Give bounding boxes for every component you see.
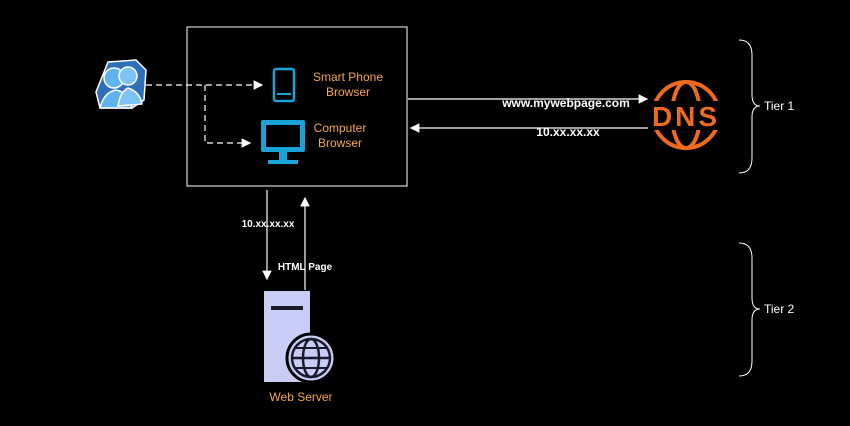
request-url-label: www.mywebpage.com xyxy=(501,96,630,110)
server-request-label: 10.xx.xx.xx xyxy=(242,219,295,230)
smartphone-label-line2: Browser xyxy=(326,85,370,99)
user-to-computer-edge xyxy=(204,85,252,148)
web-server-label: Web Server xyxy=(269,390,332,404)
dns-label: DNS xyxy=(652,101,720,132)
tier2-label: Tier 2 xyxy=(764,302,795,316)
dns-response-label: 10.xx.xx.xx xyxy=(536,125,600,139)
users-icon xyxy=(95,59,147,109)
browser-container xyxy=(186,26,408,187)
computer-label-line2: Browser xyxy=(318,136,362,150)
server-response-label: HTML Page xyxy=(278,262,333,273)
smartphone-label-line1: Smart Phone xyxy=(313,70,383,84)
smartphone-icon xyxy=(272,67,296,103)
web-server-icon xyxy=(264,291,337,384)
dns-globe-icon: DNS xyxy=(648,80,724,150)
computer-label-line1: Computer xyxy=(314,121,367,135)
tier1-label: Tier 1 xyxy=(764,99,795,113)
monitor-icon xyxy=(261,120,305,164)
tier1-brace xyxy=(738,39,761,174)
tier2-brace xyxy=(738,242,761,377)
